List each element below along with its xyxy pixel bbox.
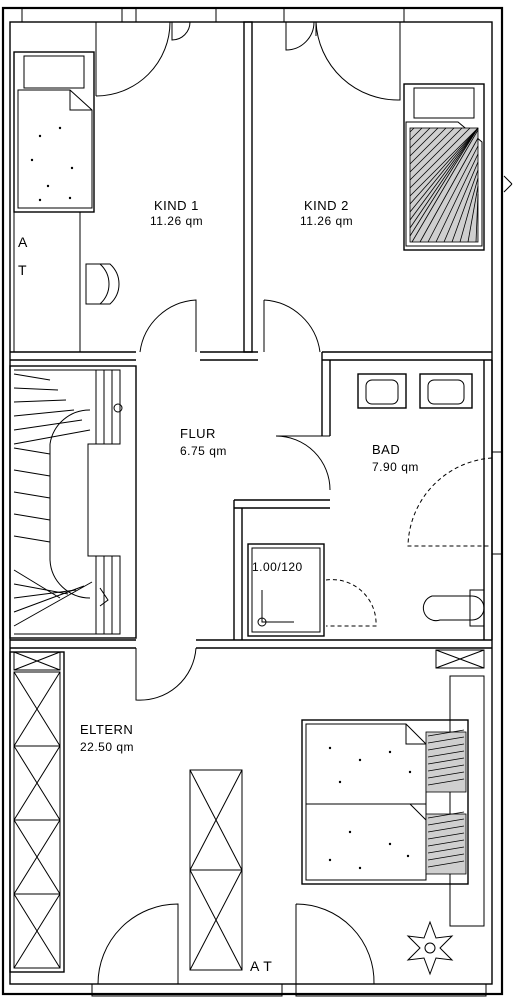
kind1-furniture [13,51,120,353]
marker-at-left-a: A [18,234,28,250]
room-area-kind2: 11.26 qm [300,214,354,228]
room-name-eltern: ELTERN [80,722,134,737]
shower-label: 1.00/120 [252,560,303,574]
bath-fixtures [247,373,485,637]
room-name-bad: BAD [372,442,401,457]
kind2-furniture [403,83,485,251]
room-area-eltern: 22.50 qm [80,740,135,754]
staircase [13,369,123,635]
room-area-kind1: 11.26 qm [150,214,204,228]
room-name-flur: FLUR [180,426,216,441]
room-area-bad: 7.90 qm [372,460,419,474]
marker-at-bottom: A T [250,958,273,974]
doors [95,21,493,985]
room-area-flur: 6.75 qm [180,444,227,458]
eltern-furniture [9,649,485,976]
room-name-kind2: KIND 2 [304,198,349,213]
plant-icon [406,920,454,976]
bedding-dots [30,126,412,870]
room-name-kind1: KIND 1 [154,198,199,213]
interior-walls [9,21,493,649]
marker-at-left-t: T [18,262,28,278]
